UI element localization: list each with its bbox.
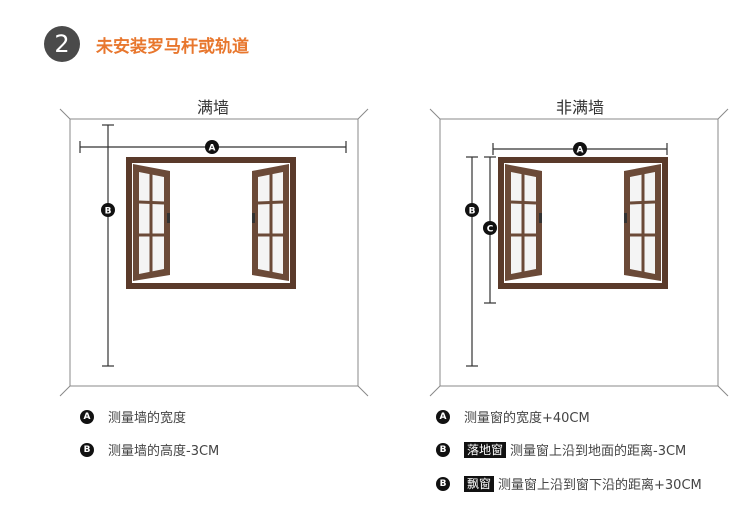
- legend-text: 测量墙的宽度: [108, 411, 187, 426]
- marker-a-non-full-wall: A: [573, 142, 587, 156]
- marker-b-icon: B: [436, 442, 450, 457]
- legend-right-a: A 测量窗的宽度+40CM: [436, 407, 590, 426]
- step-number-badge: 2: [44, 26, 80, 62]
- non-full-wall-title: 非满墙: [555, 98, 604, 117]
- marker-c-non-full-wall: C: [483, 221, 497, 235]
- marker-a-full-wall: A: [205, 140, 219, 154]
- svg-text:C: C: [487, 225, 494, 235]
- svg-text:A: A: [209, 144, 216, 154]
- legend-left-b: B 测量墙的高度-3CM: [80, 440, 219, 459]
- marker-a-icon: A: [80, 409, 94, 424]
- svg-text:B: B: [469, 207, 476, 217]
- svg-text:A: A: [577, 146, 584, 156]
- marker-b-full-wall: B: [101, 203, 115, 217]
- window-type-tag: 飘窗: [464, 475, 495, 492]
- legend-text: 测量窗上沿到地面的距离-3CM: [510, 444, 687, 459]
- window-type-tag: 落地窗: [464, 441, 507, 458]
- marker-b-icon: B: [436, 476, 450, 491]
- section-title: 未安装罗马杆或轨道: [96, 37, 249, 57]
- full-wall-window: [124, 155, 298, 291]
- full-wall-title: 满墙: [196, 98, 229, 117]
- legend-text: 测量墙的高度-3CM: [108, 444, 220, 459]
- non-full-wall-window: [496, 155, 670, 291]
- marker-b-icon: B: [80, 442, 94, 457]
- legend-text: 测量窗上沿到窗下沿的距离+30CM: [498, 478, 702, 493]
- legend-left-a: A 测量墙的宽度: [80, 407, 186, 426]
- marker-a-icon: A: [436, 409, 450, 424]
- legend-text: 测量窗的宽度+40CM: [464, 411, 590, 426]
- svg-text:B: B: [105, 207, 112, 217]
- legend-right-b-bay-window: B 飘窗 测量窗上沿到窗下沿的距离+30CM: [436, 474, 702, 493]
- marker-b-non-full-wall: B: [465, 203, 479, 217]
- non-full-wall-panel: [429, 108, 729, 397]
- legend-right-b-floor-window: B 落地窗 测量窗上沿到地面的距离-3CM: [436, 440, 686, 459]
